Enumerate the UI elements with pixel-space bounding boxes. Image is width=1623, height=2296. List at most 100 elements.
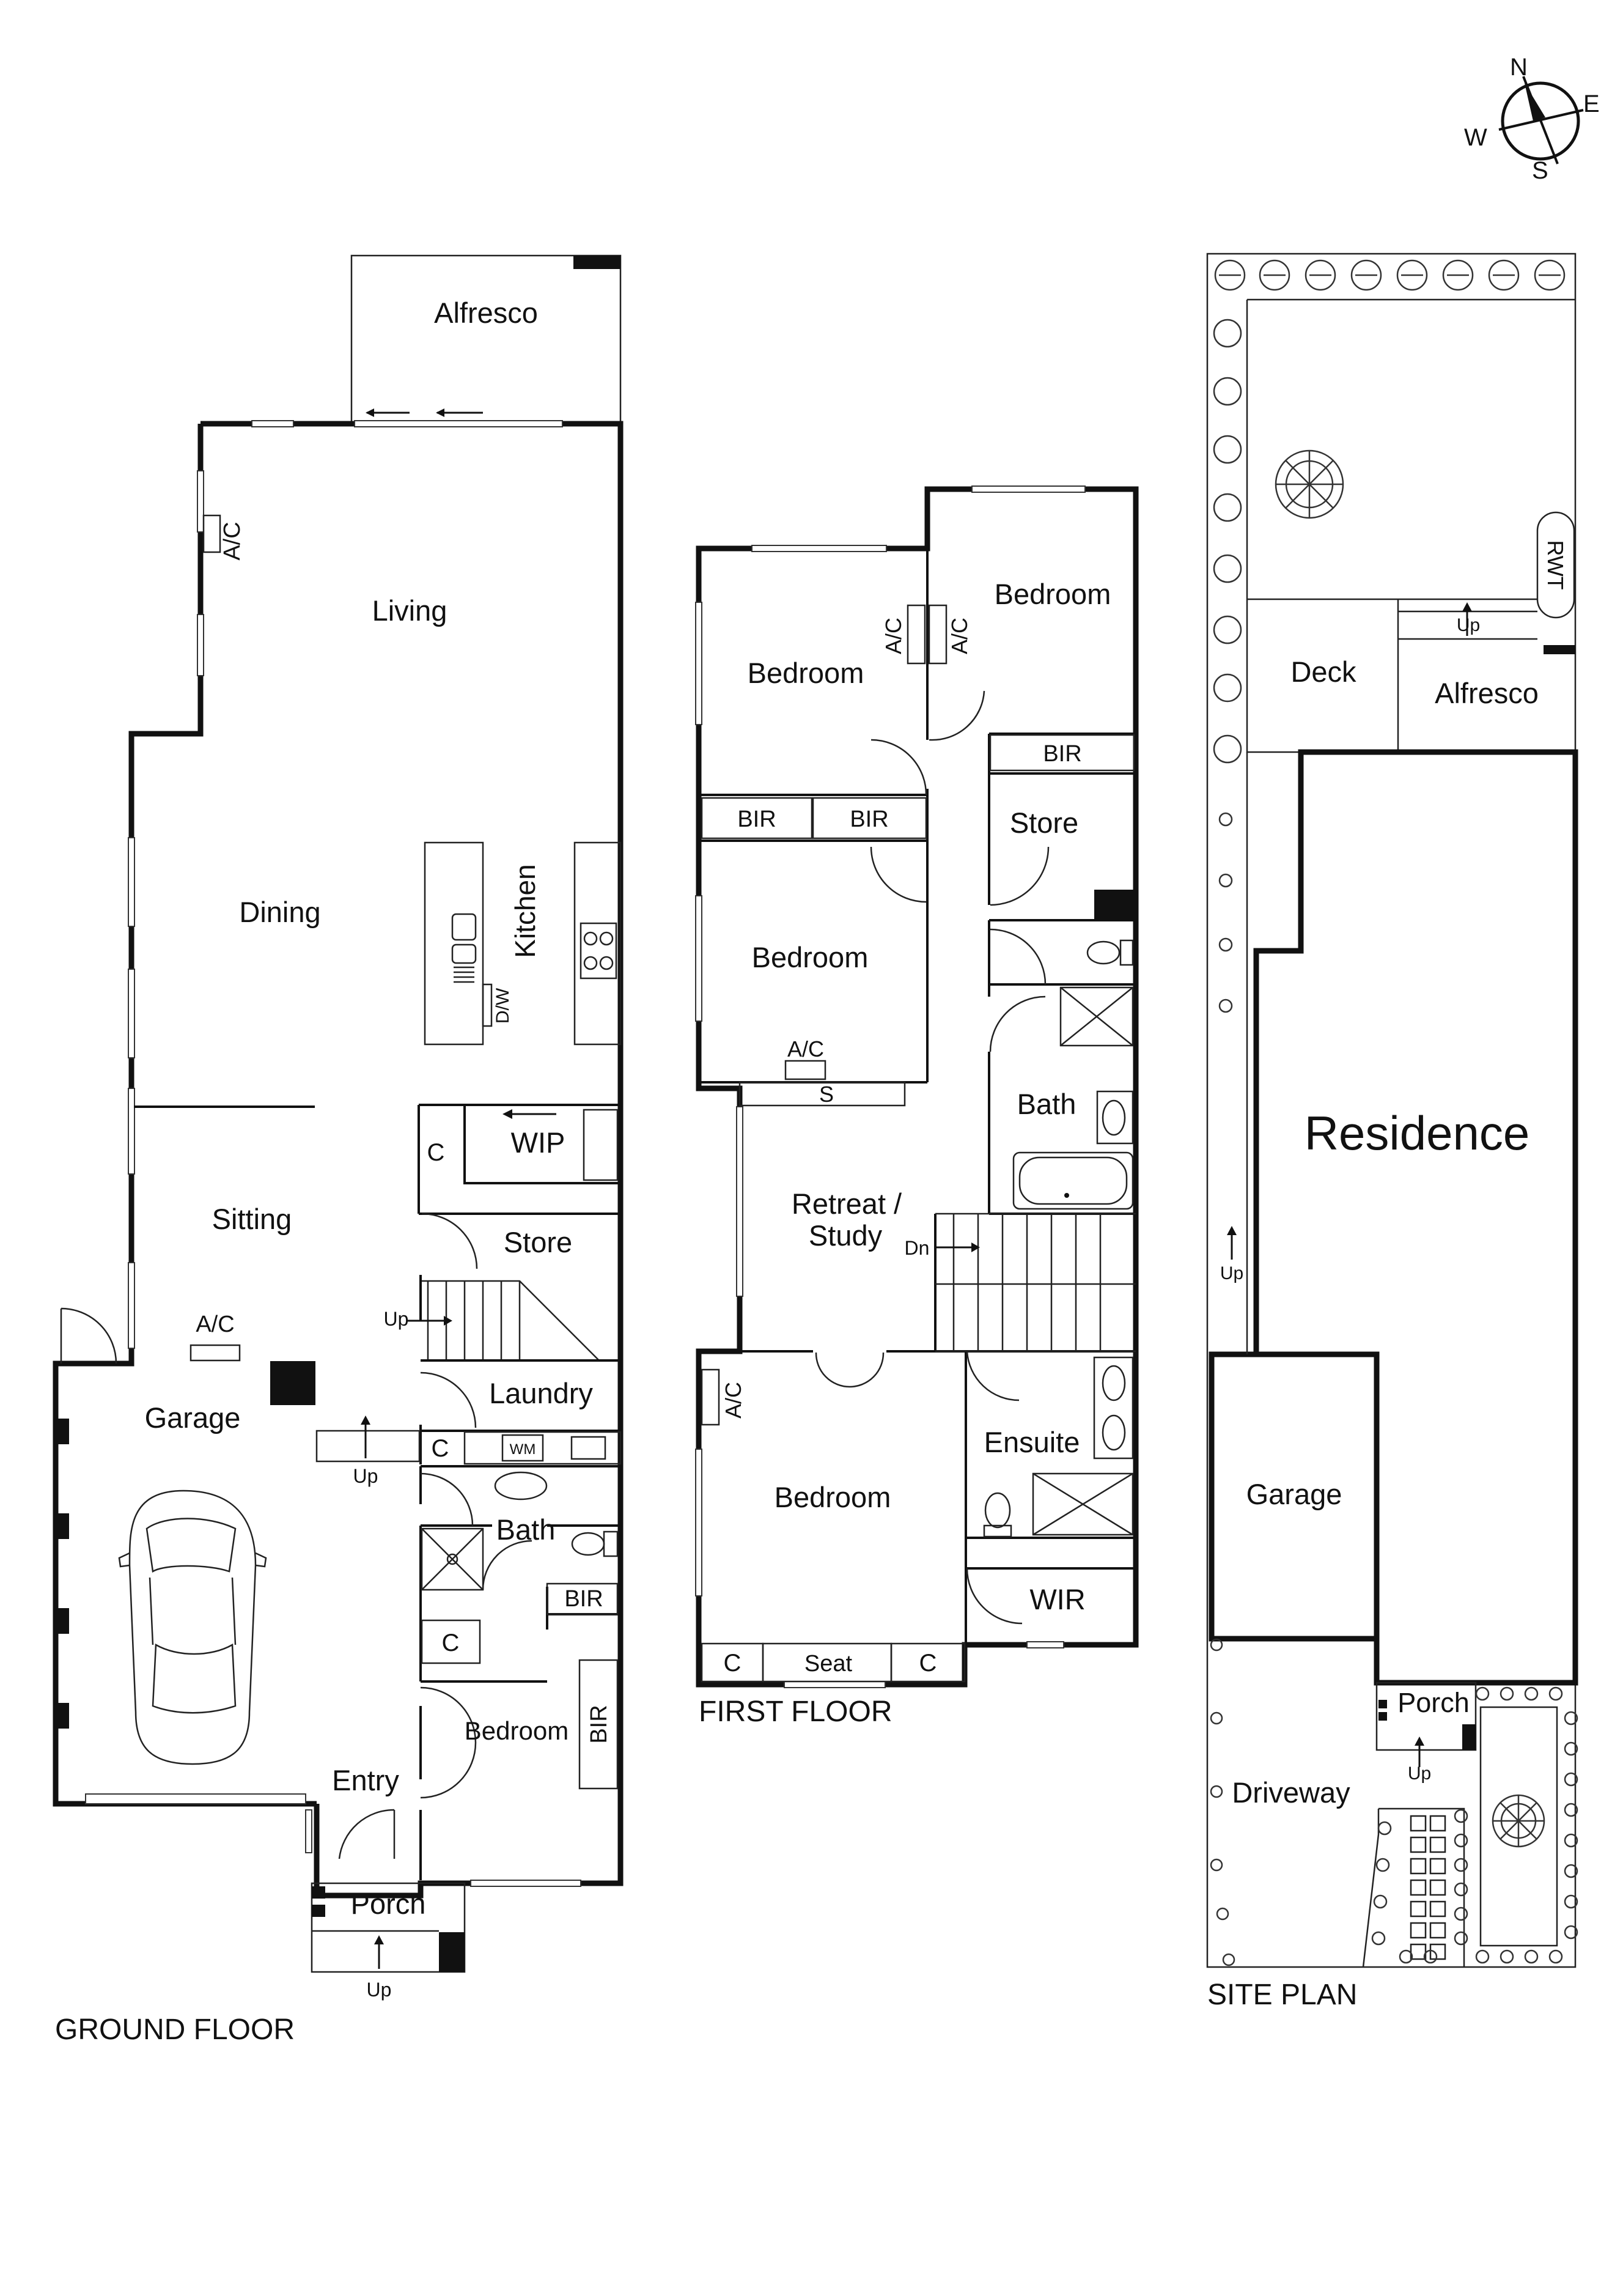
ff-bathtub-inner	[1018, 1156, 1128, 1205]
gf-c-laundry-label: C	[432, 1435, 449, 1462]
gf-garage-pier-1	[56, 1419, 69, 1444]
gf-ac-living-label: A/C	[219, 522, 245, 560]
gf-bir-bath-box	[546, 1582, 619, 1615]
compass-s: S	[1532, 157, 1548, 184]
ff-window-bed-main	[695, 1449, 702, 1596]
ff-door-ensuite	[966, 1351, 1020, 1401]
ff-wir-label: WIR	[1029, 1583, 1085, 1615]
gf-entry-label: Entry	[332, 1764, 399, 1796]
gf-bedroom-label: Bedroom	[465, 1716, 569, 1745]
ff-bathtub	[1012, 1151, 1134, 1210]
gf-alfresco-label: Alfresco	[434, 297, 538, 329]
gf-porch-post	[439, 1932, 465, 1972]
gf-window-living-top-1	[251, 420, 294, 427]
ff-stairs	[935, 1213, 1136, 1353]
gf-bir-bed-label: BIR	[586, 1705, 612, 1743]
sp-porch-pier-1	[1378, 1700, 1387, 1708]
gf-kitchen-island	[424, 841, 484, 1046]
gf-cooktop	[580, 922, 617, 980]
ff-bath-label: Bath	[1017, 1088, 1076, 1120]
gf-wm-label: WM	[510, 1441, 536, 1458]
ff-ensuite-basin-2	[1102, 1414, 1126, 1451]
gf-porch-label: Porch	[351, 1888, 426, 1920]
compass-n: N	[1510, 54, 1528, 81]
ff-ac-unit-2	[928, 604, 948, 665]
ff-c2-label: C	[919, 1650, 937, 1677]
gf-entry-door	[338, 1809, 396, 1859]
ff-bir-2-box	[812, 797, 927, 840]
ground-floor-plan: Alfresco Living Dining Kitchen Sitting W…	[53, 254, 624, 2046]
sp-residence-outline	[1253, 749, 1578, 1686]
ff-bir-3-label: BIR	[1043, 741, 1081, 767]
gf-bir-bath-label: BIR	[564, 1586, 603, 1612]
ff-ac-unit-3	[784, 1060, 826, 1080]
ff-title: FIRST FLOOR	[699, 1696, 892, 1728]
gf-window-sitting-2	[128, 1262, 135, 1349]
ff-ac-3-label: A/C	[787, 1036, 824, 1061]
gf-garage-door	[85, 1793, 306, 1804]
compass-w: W	[1464, 124, 1487, 151]
ff-ac-unit-4	[701, 1368, 720, 1426]
sp-porch-label: Porch	[1397, 1687, 1470, 1718]
gf-laundry-walls	[419, 1359, 620, 1467]
gf-garage-side-door	[60, 1307, 117, 1364]
ff-s-box	[738, 1081, 906, 1107]
ff-c1-label: C	[724, 1650, 742, 1677]
ff-shower	[1059, 986, 1134, 1047]
gf-window-dining-1	[128, 837, 135, 927]
sp-up-porch-label: Up	[1408, 1763, 1431, 1784]
ff-door-main-1	[815, 1352, 885, 1388]
sp-path-strip	[1362, 1807, 1465, 1968]
ff-ensuite-toilet	[984, 1492, 1011, 1529]
ff-bathtub-drain	[1064, 1193, 1069, 1198]
gf-burner-3	[583, 956, 598, 970]
site-plan: RWT Up Deck Alfresco Residence Up Garage…	[1206, 253, 1578, 2011]
gf-laundry-bench	[463, 1431, 622, 1465]
ff-door-wir	[966, 1568, 1023, 1625]
ff-c2-box	[890, 1642, 966, 1683]
ff-window-wir	[1026, 1641, 1064, 1648]
gf-laundry-label: Laundry	[489, 1377, 593, 1409]
gf-ac-sitting-label: A/C	[196, 1312, 234, 1337]
gf-shower-drain	[446, 1553, 458, 1565]
ff-bedroom-ne-label: Bedroom	[995, 578, 1111, 610]
gf-alfresco-outline	[350, 254, 622, 425]
ff-ensuite-shower-x	[1032, 1472, 1133, 1536]
sp-tree-front-icon	[1492, 1794, 1545, 1848]
gf-bath-inner-door	[482, 1540, 532, 1590]
sp-tree-large-icon	[1275, 449, 1344, 519]
ff-ac-unit-1	[907, 604, 926, 665]
sp-porch-up-arrowhead	[1415, 1737, 1424, 1746]
ff-ensuite-vanity	[1093, 1356, 1134, 1460]
gf-ac-living-unit	[202, 514, 221, 553]
ff-ensuite-label: Ensuite	[984, 1426, 1080, 1458]
gf-window-dining-2	[128, 969, 135, 1058]
gf-porch	[311, 1882, 466, 1973]
gf-porch-up-arrowhead	[374, 1935, 384, 1944]
gf-dining-label: Dining	[239, 896, 320, 928]
ff-bir-ne-box	[989, 734, 1135, 772]
gf-window-bedroom	[470, 1880, 581, 1887]
sp-hedge-left	[1213, 319, 1242, 764]
sp-porch-post	[1462, 1724, 1476, 1750]
ff-door-store	[990, 846, 1050, 906]
gf-alfresco-post	[573, 256, 620, 269]
sp-side-up-arrowhead	[1227, 1226, 1237, 1235]
car-icon	[118, 1489, 267, 1765]
gf-ac-sitting-unit	[190, 1344, 241, 1362]
ff-shower-x	[1060, 987, 1133, 1046]
ff-bir-1-box	[701, 797, 813, 840]
ff-window-nw	[751, 545, 887, 552]
ff-retreat-label-1: Retreat /	[792, 1187, 902, 1220]
gf-slide-arrowhead-1	[366, 408, 374, 417]
sp-hedge-top	[1214, 259, 1566, 291]
ff-door-wc	[990, 928, 1047, 985]
gf-garage-label: Garage	[145, 1401, 241, 1434]
ff-ensuite-cistern	[983, 1524, 1012, 1538]
ff-vanity	[1096, 1090, 1134, 1145]
ff-window-retreat	[736, 1106, 743, 1297]
ff-toilet-cistern	[1119, 939, 1134, 966]
ff-bedroom-nw-label: Bedroom	[748, 657, 864, 689]
gf-garage-pier-2	[56, 1513, 69, 1539]
